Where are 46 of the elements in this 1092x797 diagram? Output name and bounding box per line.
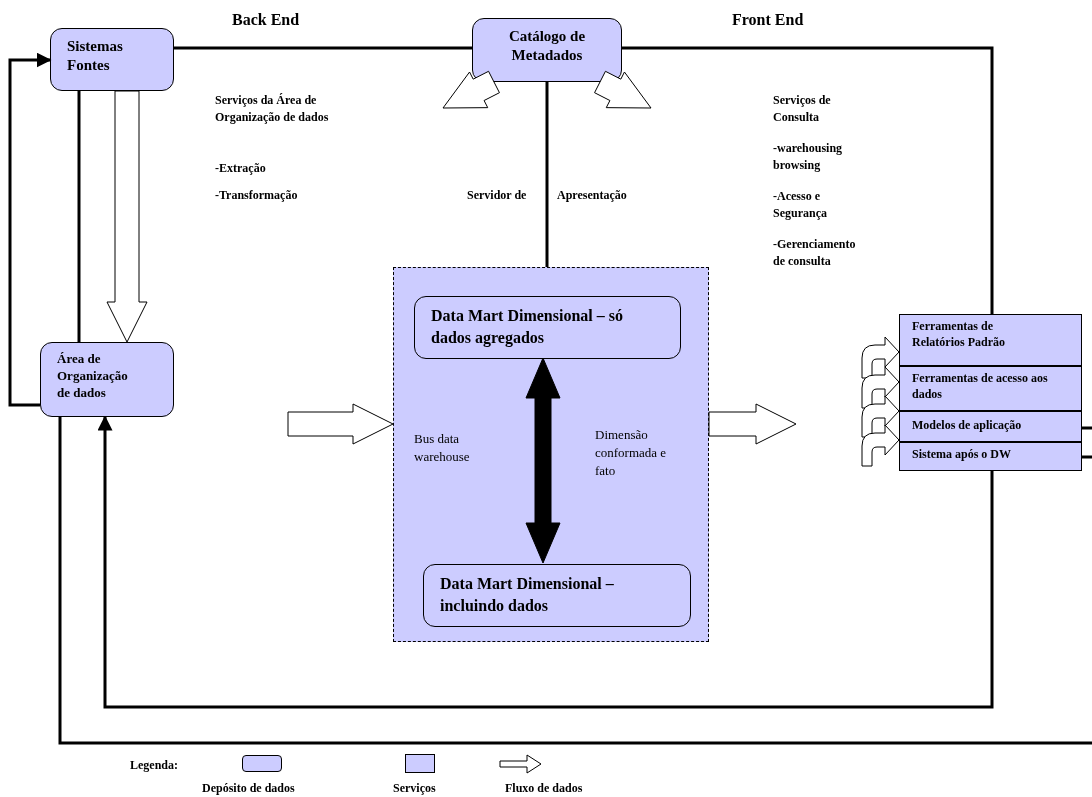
connector-line	[8, 52, 52, 407]
data-mart-box: Data Mart Dimensional – incluindo dados	[423, 564, 691, 627]
services-item: -warehousing browsing	[773, 140, 844, 175]
server-label: Servidor de	[467, 187, 528, 204]
bus-label: Bus data warehouse	[414, 430, 471, 467]
connector-line	[174, 46, 472, 50]
legend-label: Depósito de dados	[202, 780, 295, 797]
services-item: -Transformação	[215, 187, 299, 204]
server-label: Apresentação	[557, 187, 628, 204]
server-panel	[393, 267, 709, 642]
service-box: Modelos de aplicação	[899, 411, 1082, 442]
connector-line	[1082, 455, 1092, 459]
services-item: -Gerenciamento de consulta	[773, 236, 857, 271]
service-box: Sistema após o DW	[899, 442, 1082, 471]
connector-line	[97, 415, 994, 709]
services-note: Serviços da Área de Organização de dados	[215, 92, 329, 127]
services-item: -Acesso e Segurança	[773, 188, 828, 223]
legend-label: Serviços	[393, 780, 436, 797]
connector-line	[622, 46, 994, 314]
block-arrow	[861, 336, 900, 379]
block-arrow	[106, 90, 148, 343]
block-arrow	[594, 70, 652, 109]
data-store-box: Área de Organização de dados	[40, 342, 174, 417]
section-heading: Front End	[732, 10, 805, 30]
block-arrow	[442, 70, 500, 109]
service-box: Ferramentas de Relatórios Padrão	[899, 314, 1082, 366]
block-arrow	[287, 403, 394, 445]
block-arrow	[525, 357, 561, 564]
connector-line	[545, 82, 549, 267]
services-note: Serviços de Consulta	[773, 92, 832, 127]
services-item: -Extração	[215, 160, 267, 177]
block-arrow	[861, 366, 900, 409]
data-store-box: Catálogo de Metadados	[472, 18, 622, 82]
block-arrow	[861, 424, 900, 467]
block-arrow	[708, 403, 797, 445]
connector-line	[77, 91, 81, 342]
dimension-label: Dimensão conformada e fato	[595, 426, 668, 481]
section-heading: Back End	[232, 10, 301, 30]
data-store-box: Sistemas Fontes	[50, 28, 174, 91]
connector-line	[58, 417, 1092, 745]
service-box: Ferramentas de acesso aos dados	[899, 366, 1082, 411]
connector-line	[1082, 426, 1092, 430]
legend-heading: Legenda:	[130, 757, 179, 774]
data-mart-box: Data Mart Dimensional – só dados agregados	[414, 296, 681, 359]
block-arrow	[861, 395, 900, 438]
legend-label: Fluxo de dados	[505, 780, 583, 797]
